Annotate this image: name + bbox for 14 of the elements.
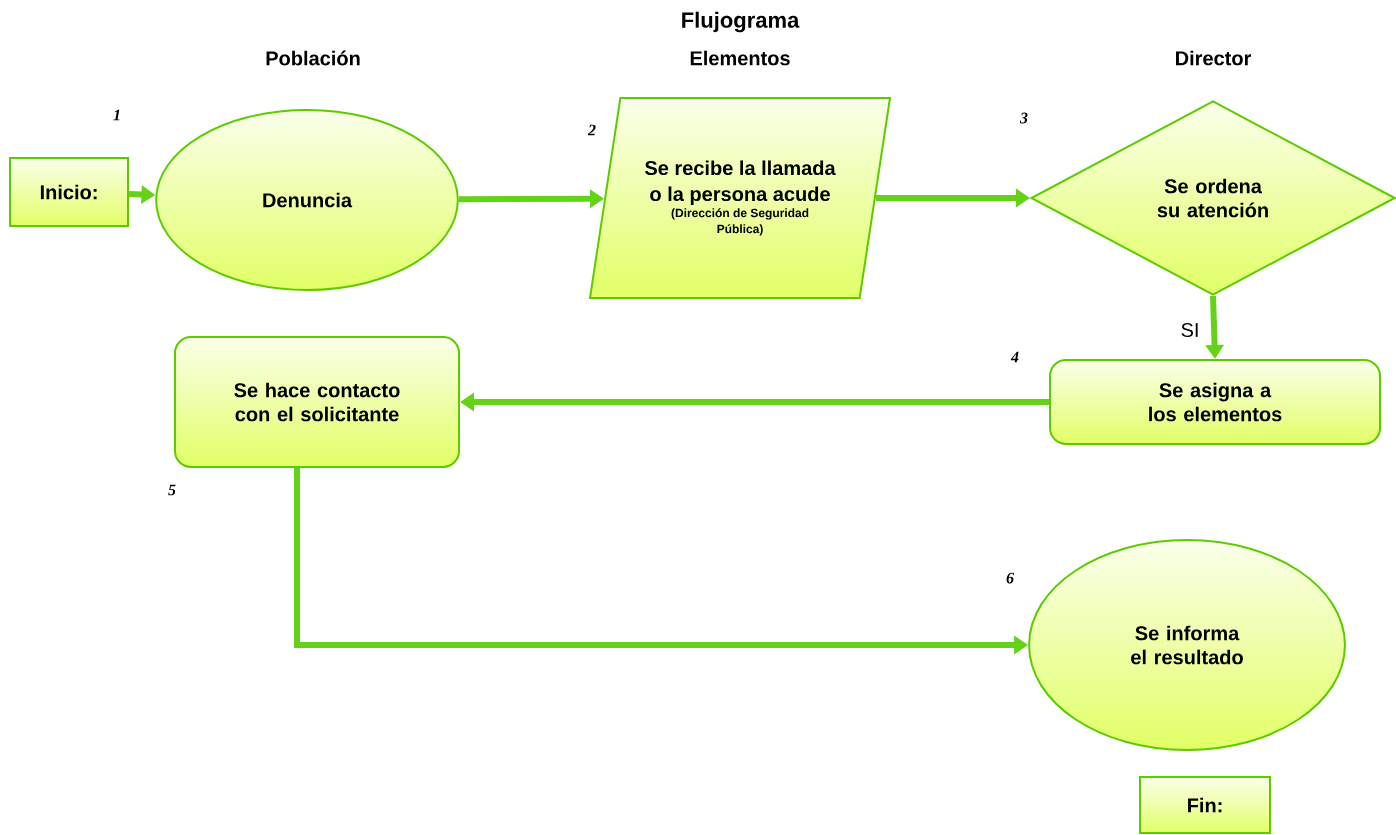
edge-label: SI	[1181, 322, 1198, 338]
process-box: Se asigna a los elementos	[1049, 359, 1381, 445]
step-number: 5	[168, 484, 176, 496]
step-number: 2	[587, 124, 596, 136]
column-heading: Población	[266, 50, 360, 66]
start-box: Inicio:	[9, 157, 129, 227]
title: Flujograma	[682, 11, 800, 33]
step-number: 1	[113, 109, 120, 121]
column-heading: Elementos	[690, 50, 790, 66]
step-number: 6	[1006, 572, 1014, 584]
process-box: Se hace contacto con el solicitante	[174, 336, 460, 468]
column-heading: Director	[1176, 50, 1252, 66]
end-box: Fin:	[1139, 776, 1271, 834]
step-number: 4	[1010, 351, 1019, 363]
